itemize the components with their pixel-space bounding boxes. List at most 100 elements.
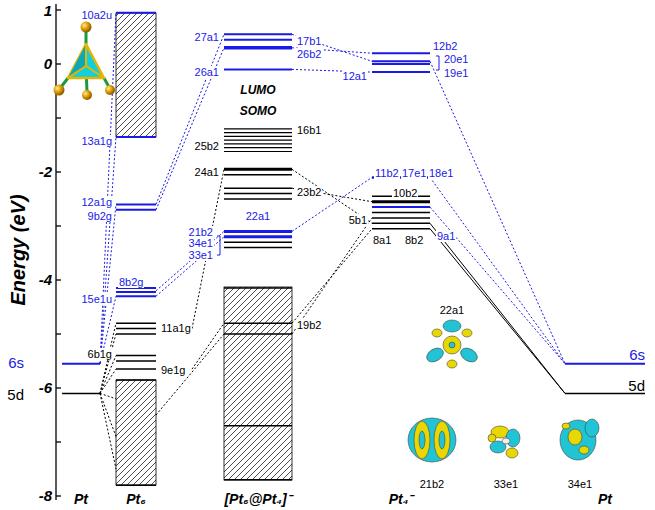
orbital-label: 27a1 [194,31,220,43]
energy-level [224,187,292,189]
column-label: Pt₄⁻ [389,491,414,507]
orbital-label: 17b1 [296,35,322,47]
axis-tick-label-holder: -4 [39,271,52,289]
correlation-line [100,356,116,394]
column-label: Pt [74,491,88,507]
energy-level [224,151,292,152]
orbital-label: 19e1 [443,67,469,79]
energy-level [224,193,292,195]
orbital-label: 8b2 [404,234,424,246]
orbital-label: 23b2 [296,186,322,198]
orbital-label: 11a1g [160,322,192,334]
energy-level [372,63,430,65]
energy-level [224,241,292,243]
energy-level [224,140,292,141]
orbital-picture-label: 33e1 [493,478,519,490]
correlation-line [292,218,372,334]
energy-level [565,363,645,365]
correlation-line [430,61,565,363]
orbital-label-holder: 8a1 [372,230,392,248]
energy-level [224,230,292,233]
energy-level [372,228,430,230]
energy-level [224,46,292,50]
energy-level [372,200,430,203]
orbital-34e1 [560,419,599,460]
energy-level [116,360,156,362]
orbital-label: 12a1g [80,196,113,208]
hatched-bands [116,13,292,485]
orbital-label-holder: 10a2u [80,5,113,23]
energy-level [116,322,156,324]
orbital-label-holder: 13a1g [80,131,113,149]
orbital-label: 16b1 [296,124,322,136]
energy-level [224,147,292,148]
correlation-line [292,229,372,324]
frontier-label: SOMO [240,104,277,118]
energy-level [224,33,292,35]
energy-level [372,60,430,62]
correlation-line [292,177,372,231]
energy-level [116,355,156,357]
axis-tick [56,279,61,280]
correlation-line [192,323,224,369]
axis-tick-label: 1 [44,2,52,19]
orbital-label-holder: 19e1 [443,63,469,81]
axis-tick-label: -2 [39,163,52,180]
orbital-label-holder: 12a1 [342,66,368,84]
orbital-label-holder: 19b2 [296,315,322,333]
orbital-label: 12b2 [432,40,458,52]
column-label: [Pt₆@Pt₄]⁻ [224,491,291,507]
orbital-label: 12a1 [342,70,368,82]
orbital-picture-label-holder: 34e1 [567,474,593,492]
orbital-label-holder: 9e1g [160,360,186,378]
orbital-label: 26a1 [194,66,220,78]
orbital-label: 9a1 [436,230,456,242]
orbital-label-holder: 16b1 [296,120,322,138]
correlation-line [156,237,224,296]
energy-level [116,136,156,138]
column-label-holder: Pt₆ [126,490,146,508]
frontier-label: LUMO [240,83,275,97]
orbital-label: 15e1u [80,293,113,305]
correlation-line [156,231,224,290]
orbital-label-holder: 22a1 [245,206,271,224]
orbital-label: 26b2 [296,48,322,60]
energy-level [116,209,156,211]
energy-level [62,393,100,395]
energy-level [372,206,430,208]
axis-tick [56,225,61,226]
orbital-label-holder: 5b1 [348,210,368,228]
energy-level [116,295,156,297]
energy-level [116,328,156,330]
orbital-label-holder: 10b2 [392,183,418,201]
axis-tick [56,441,61,442]
orbital-label-holder: 12a1g [80,192,113,210]
energy-axis [56,4,61,500]
energy-level [224,143,292,144]
energy-level [224,128,292,129]
atomic-orbital-label: 6s [629,346,645,363]
energy-level [224,136,292,137]
atomic-orbital-label: 5d [7,386,24,403]
orbital-label: 8a1 [372,234,392,246]
atomic-orbital-label: 6s [8,354,24,371]
axis-tick-label-holder: -8 [39,487,52,505]
energy-level [116,484,156,486]
correlation-line [100,13,116,364]
orbital-label-holder: 25b2 [194,136,220,154]
orbital-33e1 [488,426,520,458]
correlation-line [156,34,224,204]
energy-level [224,425,292,427]
orbital-label-holder: 11a1g [160,318,192,336]
axis-title-holder: Energy (eV) [7,194,29,305]
orbital-label: 20e1 [443,53,469,65]
correlation-line [100,334,116,393]
orbital-label: 6b1g [87,348,113,360]
energy-level [372,217,430,219]
axis-tick [56,63,61,64]
column-label-holder: Pt [74,490,88,508]
axis-tick-label: 0 [44,55,52,72]
column-label-holder: Pt₄⁻ [389,490,414,508]
atomic-orbital-label-holder: 6s [629,346,645,364]
energy-level [224,39,292,41]
